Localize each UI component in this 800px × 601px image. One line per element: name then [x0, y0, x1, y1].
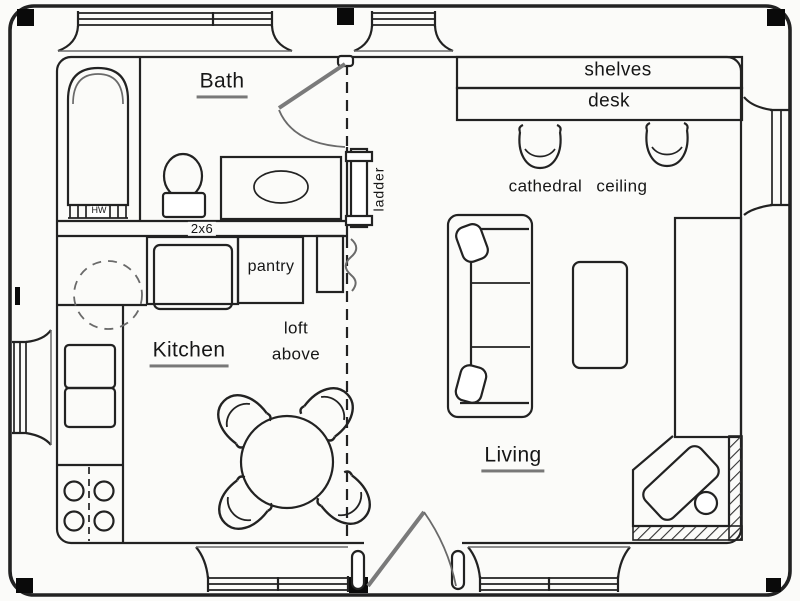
dining-chair [299, 387, 354, 442]
dining-chair [218, 475, 273, 530]
base-cabinet [145, 235, 240, 306]
bath-door-hinge [336, 54, 355, 68]
living-furniture [446, 213, 743, 439]
label-cathedral-ceiling: cathedral ceiling [508, 176, 648, 196]
bath-door-leaf [277, 62, 347, 110]
wood-stove-corner [631, 435, 743, 541]
water-heater [68, 205, 128, 219]
dashed-circle-fixture [73, 260, 143, 330]
loft-ladder [344, 147, 374, 229]
wood-stove [642, 445, 720, 521]
heat-shield-right [728, 435, 743, 541]
toilet [161, 152, 207, 219]
window-right [743, 96, 790, 216]
window-top-right [353, 11, 454, 53]
hearth [631, 435, 731, 528]
pantry-cabinet [236, 235, 305, 305]
structural-posts [16, 8, 785, 593]
label-desk: desk [588, 90, 630, 112]
room-label-kitchen: Kitchen [149, 338, 229, 368]
range-stove [57, 463, 123, 541]
label-hot-water: HW [90, 205, 108, 216]
label-ladder: ladder [370, 166, 387, 212]
dining-table [239, 414, 335, 510]
entry-door-leaf [366, 510, 426, 588]
dining-set [217, 387, 371, 530]
bath-door-swing-arc [278, 109, 346, 148]
sofa [446, 213, 534, 419]
window-left [12, 329, 52, 446]
label-pantry: pantry [247, 258, 295, 276]
desk-chair [645, 121, 689, 168]
window-top-left [57, 11, 293, 53]
kitchen-cabinets [57, 234, 358, 543]
coffee-table [571, 260, 629, 370]
desk-area [455, 55, 744, 170]
window-bottom-living [467, 546, 631, 592]
label-2x6-wall: 2x6 [187, 221, 217, 237]
bathtub [66, 66, 130, 207]
label-loft-above: loft above [271, 318, 321, 364]
dining-chair [316, 470, 371, 525]
wall-tick [15, 287, 20, 305]
dining-chair [217, 394, 272, 449]
counter-appliance [63, 386, 117, 429]
entry-door [350, 510, 466, 591]
desk-outline [455, 86, 744, 122]
room-label-living: Living [481, 443, 545, 473]
desk-chair [518, 123, 562, 170]
bathtub-inner-line [72, 73, 124, 105]
entry-door-swing-arc [423, 511, 457, 587]
room-label-bath: Bath [196, 69, 248, 99]
stove-flue [693, 490, 719, 516]
window-bottom-kitchen [195, 546, 350, 592]
heat-shield-bottom [632, 525, 743, 541]
bench [673, 216, 743, 439]
vanity-sink [219, 155, 343, 221]
bath-partition [277, 54, 355, 541]
shelf-under-ladder [315, 234, 345, 294]
label-shelves: shelves [584, 59, 652, 81]
break-line [344, 238, 358, 292]
base-cabinet-inner [152, 243, 234, 311]
bathroom [66, 58, 343, 221]
refrigerator [63, 343, 117, 390]
